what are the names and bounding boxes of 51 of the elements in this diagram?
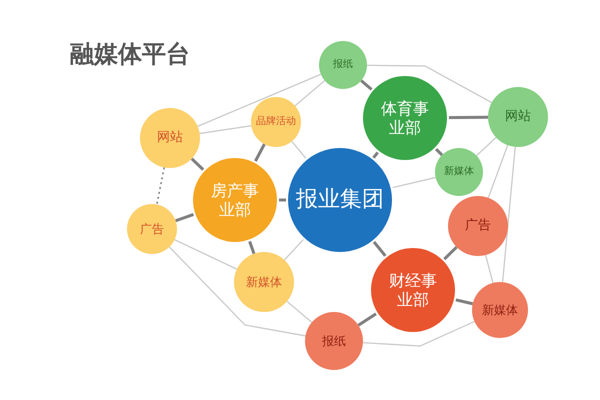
channel-circle	[234, 252, 294, 312]
node-label: 新媒体	[246, 274, 282, 290]
connector-line	[367, 64, 492, 104]
connector-line	[371, 150, 380, 160]
channel-circle	[319, 41, 367, 89]
connector-line	[175, 212, 196, 222]
node-label: 财经事业部	[388, 270, 438, 310]
connector-line	[190, 158, 206, 172]
connector-line	[488, 144, 508, 198]
connector-line	[446, 116, 488, 120]
diagram-title: 融媒体平台	[70, 39, 190, 70]
connector-line	[200, 125, 252, 134]
department-circle	[371, 248, 455, 332]
dotted-connector	[156, 167, 165, 205]
connector-line	[502, 146, 516, 282]
department-circle	[363, 76, 447, 160]
node-label: 新媒体	[444, 166, 474, 178]
node-label: 报业集团	[296, 186, 384, 214]
connector-line	[372, 239, 388, 258]
node-label: 报纸	[322, 334, 346, 348]
node-label: 网站	[505, 109, 531, 125]
node-label: 房产事业部	[210, 180, 260, 220]
connector-line	[286, 300, 312, 323]
node-label: 广告	[465, 218, 491, 234]
node-label: 报纸	[333, 59, 353, 71]
connector-line	[485, 254, 494, 284]
connector-line	[358, 312, 379, 327]
connector-line	[442, 246, 458, 262]
node-label: 网站	[157, 130, 183, 146]
node-label: 品牌活动	[256, 116, 296, 128]
node-label: 广告	[140, 222, 164, 236]
node-label: 体育事业部	[380, 98, 430, 138]
channel-circle	[448, 196, 508, 256]
connector-line	[454, 298, 474, 306]
channel-circle	[251, 97, 301, 147]
node-label: 新媒体	[482, 302, 518, 318]
connector-line	[168, 246, 306, 336]
channel-circle	[435, 148, 483, 196]
connector-line	[360, 79, 374, 92]
connector-line	[294, 80, 326, 106]
connector-line	[253, 143, 266, 164]
connector-line	[174, 239, 238, 270]
connector-line	[390, 176, 436, 189]
connector-line	[197, 74, 322, 127]
connector-line	[284, 238, 306, 260]
connector-line	[248, 239, 256, 254]
connector-line	[476, 137, 496, 156]
connector-line	[277, 198, 288, 202]
connector-line	[434, 146, 444, 156]
connector-line	[362, 320, 475, 347]
channel-circle	[127, 204, 177, 254]
